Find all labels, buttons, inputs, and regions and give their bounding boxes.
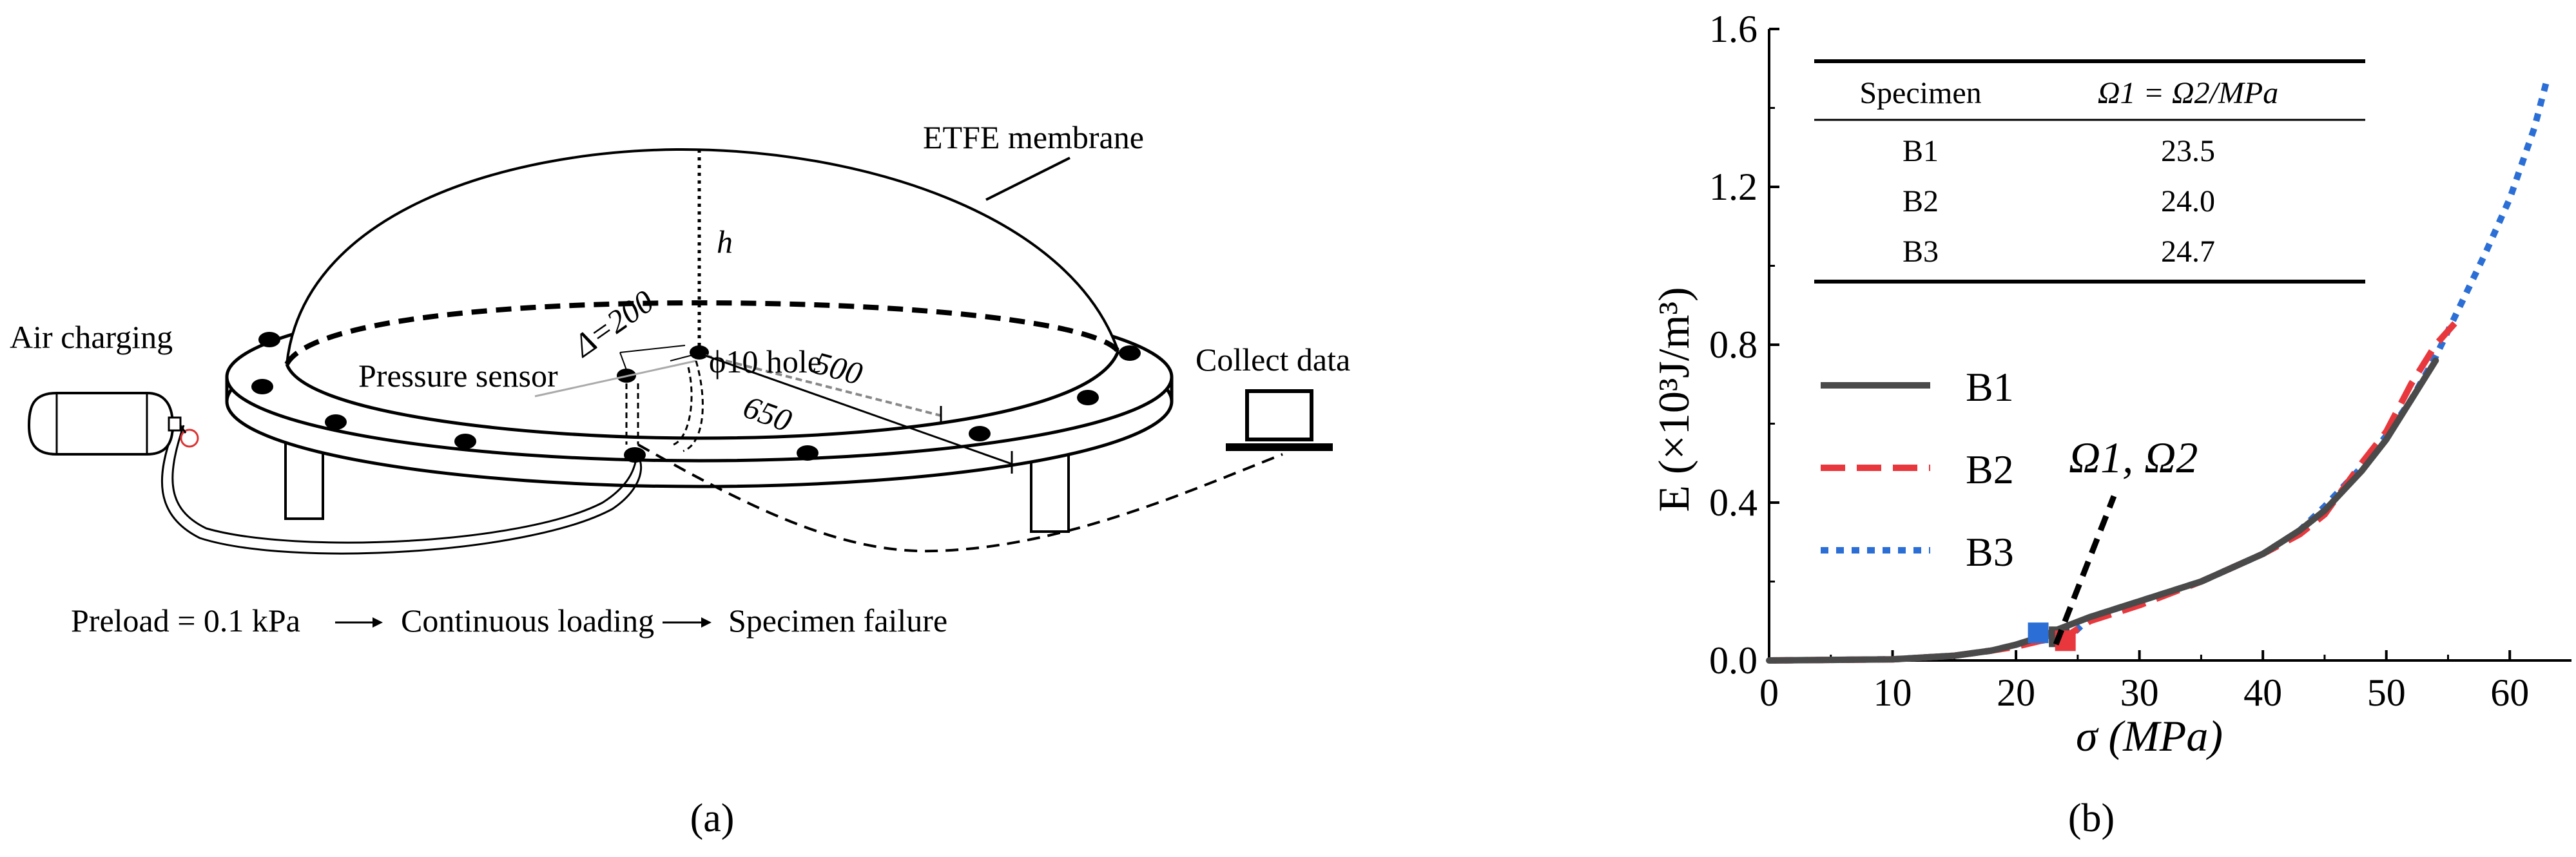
radius-650-line: [705, 354, 1012, 465]
y-tick-labels: 0.0 0.4 0.8 1.2 1.6: [1709, 8, 1758, 682]
flow-step-loading: Continuous loading: [401, 602, 654, 639]
onset-markers: [2028, 622, 2076, 651]
flow-step-failure: Specimen failure: [728, 602, 947, 639]
membrane-label: ETFE membrane: [923, 119, 1144, 155]
table-header-omega: Ω1 = Ω2/MPa: [2098, 76, 2278, 110]
table-cell-omega: 24.7: [2161, 235, 2215, 269]
etfe-membrane-dome: [286, 148, 1119, 365]
chart-series: [1766, 79, 2550, 664]
annotation-label: Ω1, Ω2: [2069, 433, 2198, 482]
x-tick-label: 10: [1874, 671, 1912, 714]
table-cell-omega: 23.5: [2161, 134, 2215, 168]
bolt-holes: [251, 332, 1141, 463]
y-tick-label: 1.6: [1709, 8, 1758, 50]
radius-500-line: [705, 354, 942, 417]
chart-axes: [1768, 28, 2571, 662]
x-tick-label: 20: [1997, 671, 2035, 714]
clamp-ring-front: [285, 351, 1120, 440]
specimen-table: Specimen Ω1 = Ω2/MPa B1 23.5B2 24.0B3 24.7: [1814, 59, 2365, 284]
x-axis-title: σ (MPa): [2076, 711, 2223, 760]
annotation-leader: [2053, 495, 2117, 646]
legend-label-b3: B3: [1966, 529, 2014, 575]
series-line-b1: [1766, 357, 2439, 664]
x-tick-label: 30: [2120, 671, 2159, 714]
energy-stress-chart: 0 10 20 30 40 50 60 0.0 0.4 0.8 1.2 1.6 Ω1, Ω2 σ (…: [1649, 8, 2571, 840]
caption-b: (b): [2068, 796, 2115, 840]
data-cable: [637, 443, 1283, 553]
table-cell-specimen: B1: [1903, 134, 1939, 168]
onset-marker-b3: [2028, 622, 2049, 644]
flow-step-preload: Preload = 0.1 kPa: [71, 602, 300, 639]
laptop-icon: [1226, 389, 1333, 451]
y-tick-label: 0.8: [1709, 323, 1758, 366]
x-tick-label: 60: [2490, 671, 2529, 714]
height-label: h: [717, 224, 733, 260]
y-tick-label: 0.0: [1709, 639, 1758, 682]
air-cylinder: [27, 392, 199, 456]
legend-label-b2: B2: [1966, 447, 2014, 492]
air-charging-label: Air charging: [10, 319, 173, 355]
y-tick-label: 1.2: [1709, 166, 1758, 208]
table-cell-specimen: B2: [1903, 184, 1939, 218]
hole-point: [690, 345, 709, 360]
collect-data-label: Collect data: [1196, 342, 1350, 378]
x-tick-label: 50: [2367, 671, 2406, 714]
y-axis-title: E (×10³J/m³): [1649, 287, 1698, 512]
x-tick-label: 0: [1759, 671, 1779, 714]
x-tick-label: 40: [2243, 671, 2282, 714]
sensor-gray-line: [534, 360, 697, 398]
x-tick-labels: 0 10 20 30 40 50 60: [1759, 671, 2529, 714]
clamp-ring-back: [284, 300, 1121, 366]
table-cell-specimen: B3: [1903, 235, 1939, 269]
table-header-specimen: Specimen: [1859, 76, 1981, 110]
pressure-sensor-label: Pressure sensor: [358, 358, 558, 394]
caption-a: (a): [690, 796, 735, 840]
process-flow: Preload = 0.1 kPa Continuous loading Spe…: [71, 602, 947, 639]
legend-label-b1: B1: [1966, 364, 2014, 410]
table-rows: B1 23.5B2 24.0B3 24.7: [1903, 134, 2215, 269]
apparatus-diagram: h: [10, 119, 1350, 840]
hole-label: ϕ10 hole: [709, 343, 822, 380]
table-cell-omega: 24.0: [2161, 184, 2215, 218]
air-hose: [160, 425, 643, 555]
y-tick-label: 0.4: [1709, 481, 1758, 524]
